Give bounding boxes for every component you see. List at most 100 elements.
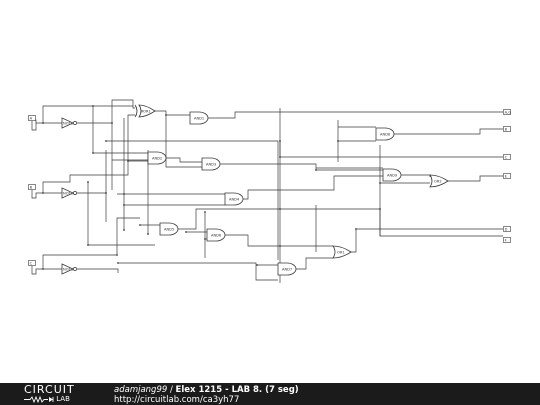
circuit-url[interactable]: http://circuitlab.com/ca3yh77: [114, 395, 240, 405]
pin-label: C: [505, 155, 508, 159]
pin-label: A: [30, 116, 33, 120]
wire-12: [31, 266, 62, 275]
junction-dot: [123, 229, 125, 231]
wire-22: [220, 163, 383, 171]
junction-dot: [379, 182, 381, 184]
footer-bar: CIRCUIT LAB adamjang99 / Elex 1215 - LAB…: [0, 383, 540, 405]
and-gate-shape: [159, 222, 179, 236]
junction-dot: [105, 192, 107, 194]
gate-label: AND4: [229, 197, 240, 201]
junction-dot: [279, 156, 281, 158]
gate-and-and9[interactable]: AND9: [382, 168, 402, 182]
circuit-title: Elex 1215 - LAB 8. (7 seg): [175, 385, 299, 395]
wire-27: [178, 208, 503, 237]
junction-dot: [279, 245, 281, 247]
or-gate-shape: [429, 174, 449, 188]
logo-text-bottom-row: LAB: [24, 395, 94, 404]
gate-or-or2[interactable]: OR2: [429, 174, 449, 188]
junction-dot: [123, 204, 125, 206]
wire-17: [165, 115, 203, 168]
pin-label: C: [30, 261, 33, 265]
wire-35: [394, 128, 503, 135]
not-gate-shape: [61, 263, 74, 275]
or-gate-shape: [332, 245, 352, 259]
and-gate-shape: [206, 228, 226, 242]
output-pin-o1[interactable]: A,G: [503, 109, 512, 115]
gate-and-and2[interactable]: AND2: [147, 151, 167, 165]
author-name[interactable]: adamjang99: [114, 385, 168, 395]
junction-dot: [279, 208, 281, 210]
gate-label: NOT3: [63, 267, 73, 271]
gate-and-and3[interactable]: AND3: [201, 157, 221, 171]
gate-label: OR1: [337, 250, 345, 254]
gate-not-not3[interactable]: NOT3: [61, 263, 77, 275]
junction-dot: [379, 208, 381, 210]
gate-label: XOR1: [141, 109, 151, 113]
pin-box: [503, 226, 511, 232]
wire-1: [31, 121, 62, 131]
wire-8: [42, 114, 137, 193]
gate-and-and8[interactable]: AND8: [375, 127, 395, 141]
logo-lab-text: LAB: [56, 395, 70, 403]
wire-13: [42, 217, 140, 269]
wire-14: [77, 268, 119, 273]
gate-and-and4[interactable]: AND4: [224, 192, 244, 206]
junction-dot: [204, 238, 206, 240]
input-pin-a[interactable]: A: [28, 115, 36, 121]
gate-label: AND1: [194, 116, 204, 120]
junction-dot: [204, 211, 206, 213]
pin-box: [28, 115, 36, 121]
wire-3: [42, 105, 148, 154]
output-pin-o5[interactable]: D: [503, 226, 511, 232]
input-pin-b[interactable]: B: [28, 184, 36, 190]
junction-dot: [185, 231, 187, 233]
gate-label: NOT2: [63, 191, 73, 195]
gate-xor-xor1[interactable]: XOR1: [134, 104, 156, 118]
resistor-icon: [24, 395, 54, 403]
gate-label: OR2: [434, 179, 442, 183]
not-gate-shape: [61, 187, 74, 199]
wire-21: [106, 140, 279, 260]
pin-box: [503, 237, 511, 243]
output-pin-o2[interactable]: B: [503, 126, 511, 132]
pin-box: [503, 126, 511, 132]
junction-dot: [116, 254, 118, 256]
gate-and-and7[interactable]: AND7: [277, 262, 297, 276]
pin-box: [503, 109, 511, 115]
gate-not-not1[interactable]: NOT1: [61, 117, 77, 129]
xor-extra-arc: [134, 104, 138, 118]
wire-10: [87, 182, 155, 246]
circuitlab-logo[interactable]: CIRCUIT LAB: [24, 384, 94, 404]
wire-5: [77, 99, 137, 124]
pin-box: [28, 260, 36, 266]
junction-dot: [92, 152, 94, 154]
output-pin-o3[interactable]: C: [503, 154, 511, 160]
gate-and-and5[interactable]: AND5: [159, 222, 179, 236]
and-gate-shape: [277, 262, 297, 276]
input-pin-c[interactable]: C: [28, 260, 36, 266]
inverter-bubble: [73, 191, 77, 195]
wires: [31, 99, 503, 283]
junction-dot: [147, 233, 149, 235]
gate-not-not2[interactable]: NOT2: [61, 187, 77, 199]
output-pin-o4[interactable]: E: [503, 173, 511, 179]
wire-30: [225, 234, 333, 247]
gate-and-and6[interactable]: AND6: [206, 228, 226, 242]
wire-37: [401, 174, 431, 177]
junction-dot: [139, 224, 141, 226]
gate-and-and1[interactable]: AND1: [189, 111, 209, 125]
and-gate-shape: [382, 168, 402, 182]
and-gate-shape: [189, 111, 209, 125]
xor-gate-shape: [138, 104, 156, 118]
junction-dot: [123, 193, 125, 195]
output-pin-o6[interactable]: F: [503, 237, 511, 243]
gate-or-or1[interactable]: OR1: [332, 245, 352, 259]
junction-dot: [105, 140, 107, 142]
junction-dot: [42, 268, 44, 270]
wire-40: [448, 175, 503, 182]
junction-dot: [256, 264, 258, 266]
gate-label: AND2: [152, 156, 162, 160]
junction-dot: [337, 140, 339, 142]
